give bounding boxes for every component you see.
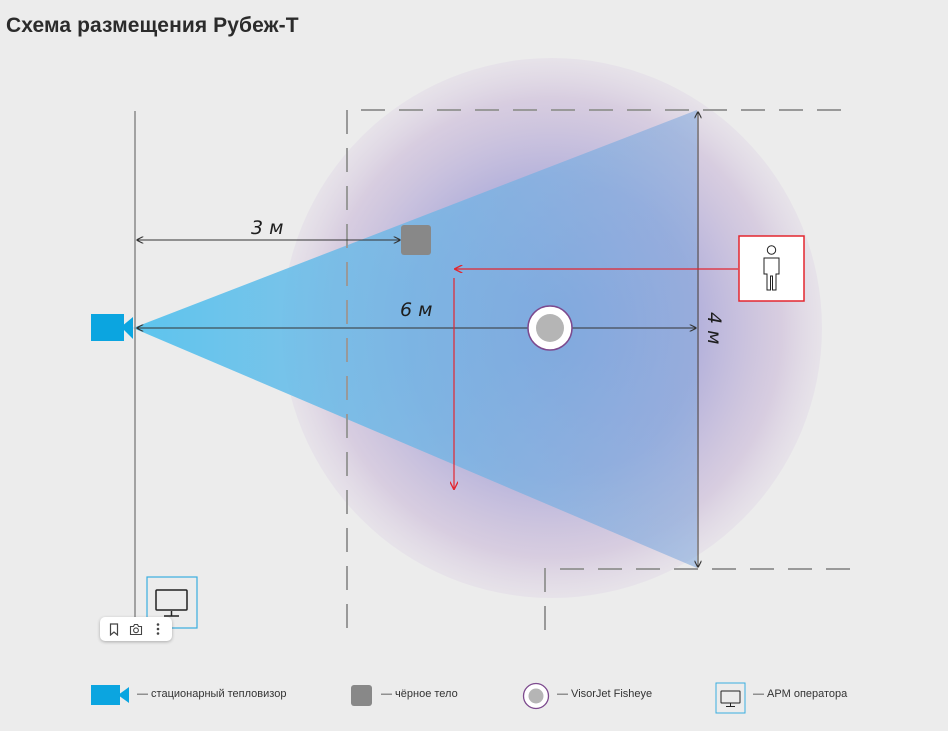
capture-button[interactable] [127, 620, 145, 638]
fisheye-camera-icon [527, 305, 573, 351]
zone-boundary-bottom [544, 568, 850, 630]
legend-item-fisheye: — VisorJet Fisheye [522, 682, 652, 710]
dimension-label-6m: 6 м [400, 299, 432, 321]
blackbody-square-icon [401, 225, 431, 255]
legend-item-camera: — стационарный тепловизор [91, 685, 286, 705]
image-toolbar [100, 617, 172, 641]
blackbody-square-icon [351, 685, 372, 706]
legend-label: — VisorJet Fisheye [557, 688, 652, 700]
page-title: Схема размещения Рубеж-Т [6, 14, 299, 37]
bookmark-button[interactable] [105, 620, 123, 638]
legend-item-blackbody: — чёрное тело [351, 685, 458, 706]
legend-item-monitor: — АРМ оператора [715, 682, 848, 714]
legend-label: — чёрное тело [381, 688, 458, 700]
monitor-icon [720, 690, 741, 707]
legend: — стационарный тепловизор — чёрное тело … [91, 682, 848, 714]
monitor-icon [155, 589, 188, 617]
camera-capture-icon [129, 623, 143, 635]
bookmark-icon [109, 622, 119, 636]
zone-boundary-top [346, 109, 850, 628]
dimension-label-4m: 4 м [703, 312, 725, 344]
legend-label: — АРМ оператора [753, 688, 848, 700]
video-camera-icon [91, 314, 133, 341]
fisheye-camera-icon [522, 682, 550, 710]
person-frame [738, 235, 805, 302]
thermal-fov-cone [133, 110, 697, 568]
video-camera-icon [91, 685, 129, 705]
more-vertical-icon [156, 623, 160, 635]
dimension-label-3m: 3 м [251, 217, 283, 239]
legend-label: — стационарный тепловизор [137, 688, 286, 700]
more-options-button[interactable] [149, 620, 167, 638]
person-icon [763, 245, 780, 291]
